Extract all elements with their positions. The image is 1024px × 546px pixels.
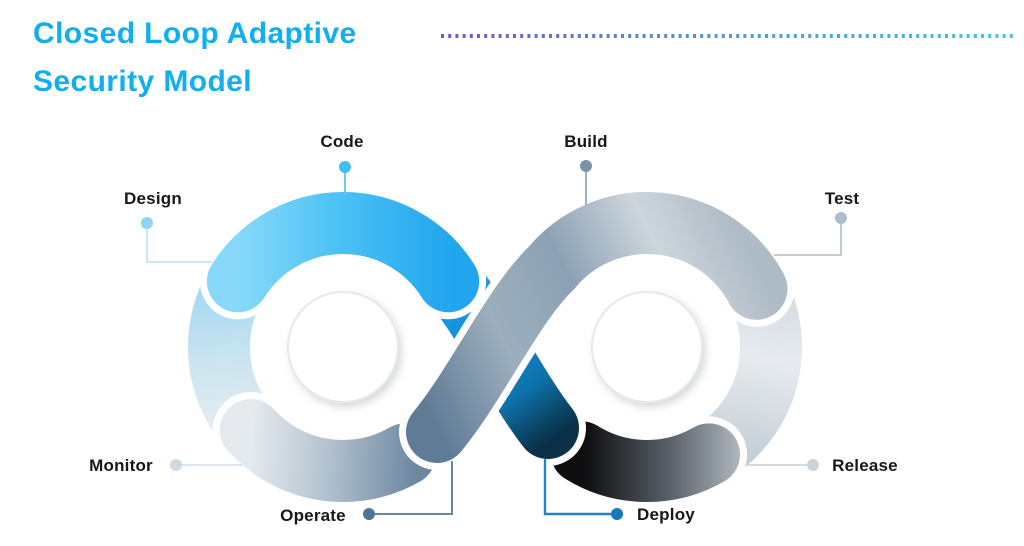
page-title-line1: Closed Loop Adaptive <box>33 17 357 50</box>
deploy-dot <box>611 508 623 520</box>
operate-leader-line <box>375 461 453 515</box>
page-title: Closed Loop Adaptive Security Model <box>33 10 357 106</box>
test-dot <box>835 212 847 224</box>
stage-label-code: Code <box>320 132 364 151</box>
stage-label-test: Test <box>824 189 860 208</box>
stage-label-release: Release <box>832 456 898 475</box>
release-dot <box>807 459 819 471</box>
design-leader-line <box>146 228 212 263</box>
design-dot <box>141 217 153 229</box>
stage-label-build: Build <box>564 132 608 151</box>
band-operate-to-build <box>406 192 788 463</box>
inner-circle-right <box>591 291 703 403</box>
stage-label-design: Design <box>124 189 182 208</box>
segment-release <box>550 421 740 502</box>
test-leader-line <box>774 224 842 256</box>
stage-label-monitor: Monitor <box>89 456 153 475</box>
segment-operate <box>219 399 436 503</box>
deploy-leader-line <box>543 459 611 516</box>
stage-label-deploy: Deploy <box>637 505 695 524</box>
build-dot <box>580 160 592 172</box>
page-title-line2: Security Model <box>33 65 252 98</box>
inner-circle-left <box>287 291 399 403</box>
stage-label-operate: Operate <box>280 506 346 525</box>
segment-code <box>206 192 480 313</box>
code-dot <box>339 161 351 173</box>
operate-dot <box>363 508 375 520</box>
monitor-dot <box>170 459 182 471</box>
